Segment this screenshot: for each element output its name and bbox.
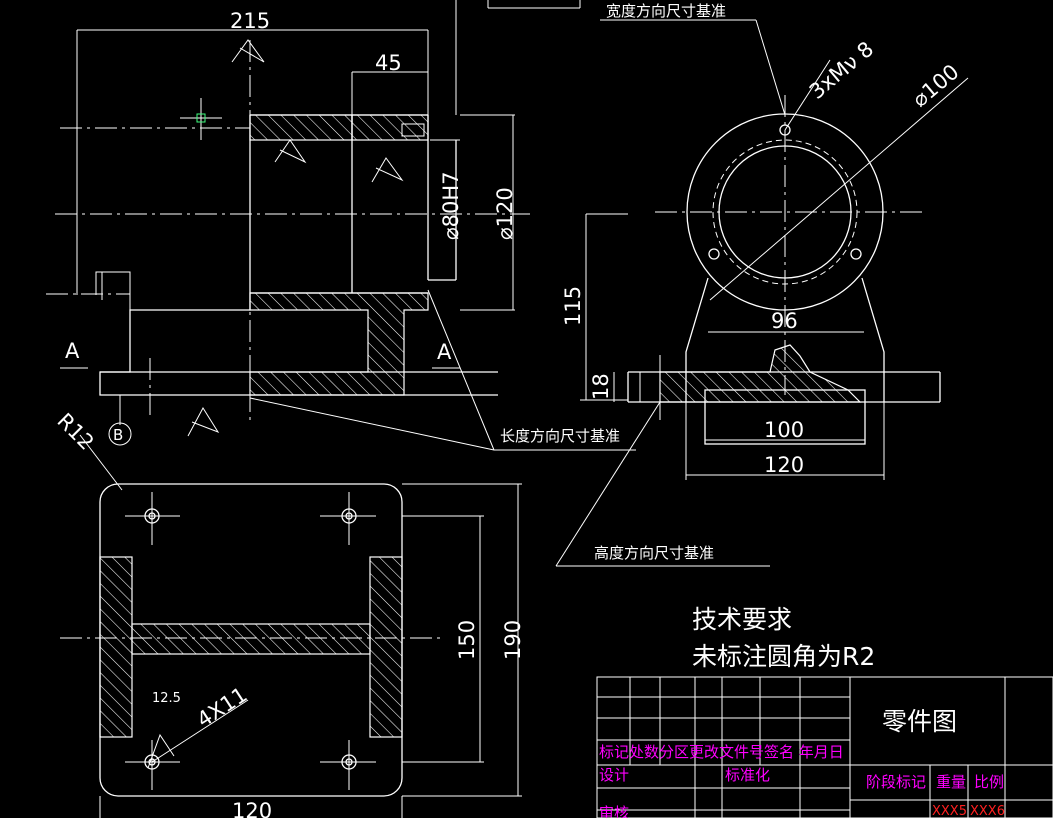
part-name: 零件图 bbox=[882, 707, 957, 736]
dim-outer: ⌀120 bbox=[493, 187, 517, 240]
dim-120: 120 bbox=[764, 453, 804, 477]
title-scale: 比例 bbox=[974, 773, 1004, 791]
tech-req-title: 技术要求 bbox=[692, 605, 792, 634]
hatch-left-wall bbox=[99, 556, 133, 738]
title-header-row: 标记处数分区更改文件号签名 年月日 bbox=[599, 743, 844, 761]
section-a-left: A bbox=[65, 339, 80, 363]
title-stage-mark: 阶段标记 bbox=[866, 773, 926, 791]
front-view: 215 45 ⌀80H7 ⌀120 A A B R12 bbox=[46, 0, 636, 491]
title-standardize: 标准化 bbox=[725, 766, 770, 784]
top-view: 150 190 120 4X11 12.5 bbox=[60, 483, 525, 818]
title-block: 零件图 标记处数分区更改文件号签名 年月日 设计 标准化 审核 阶段标记 重量 … bbox=[596, 676, 1053, 818]
note-width-datum: 宽度方向尺寸基准 bbox=[606, 2, 726, 20]
hatch-top-left bbox=[249, 114, 353, 141]
datum-notes: 宽度方向尺寸基准 长度方向尺寸基准 高度方向尺寸基准 bbox=[487, 0, 756, 562]
tech-req-line1: 未标注圆角为R2 bbox=[692, 642, 875, 671]
dim-thread: 3xMν 8 bbox=[805, 37, 878, 104]
title-review: 审核 bbox=[599, 804, 629, 818]
dim-150: 150 bbox=[455, 620, 479, 660]
tech-requirements: 技术要求 未标注圆角为R2 bbox=[692, 605, 875, 671]
roughness-12-5: 12.5 bbox=[152, 691, 181, 706]
datum-b-label: B bbox=[113, 426, 123, 444]
title-scale-value: XXX6 bbox=[970, 804, 1005, 818]
note-length-datum: 长度方向尺寸基准 bbox=[500, 427, 620, 445]
hatch-web bbox=[131, 623, 371, 655]
dim-18: 18 bbox=[589, 373, 613, 400]
dim-100: 100 bbox=[764, 418, 804, 442]
title-weight: 重量 bbox=[936, 773, 966, 791]
dim-bore: ⌀80H7 bbox=[439, 171, 463, 240]
dim-4x11: 4X11 bbox=[193, 682, 252, 732]
dim-dia-100: ⌀100 bbox=[908, 60, 964, 112]
section-a-right: A bbox=[437, 340, 452, 364]
dim-45: 45 bbox=[375, 51, 402, 75]
side-view: ⌀100 3xMν 8 115 96 18 100 120 bbox=[555, 19, 969, 567]
title-weight-value: XXX5 bbox=[932, 804, 967, 818]
dim-top-120: 120 bbox=[232, 799, 272, 818]
title-design: 设计 bbox=[599, 766, 629, 784]
dim-215: 215 bbox=[230, 9, 270, 33]
dim-190: 190 bbox=[501, 620, 525, 660]
hatch-right-wall bbox=[369, 556, 403, 738]
dim-96: 96 bbox=[771, 309, 798, 333]
dim-115: 115 bbox=[561, 286, 585, 326]
hatch-side-base bbox=[659, 344, 862, 403]
hatch-rib bbox=[249, 292, 429, 396]
note-height-datum: 高度方向尺寸基准 bbox=[594, 544, 714, 562]
radius-r12: R12 bbox=[52, 409, 98, 455]
